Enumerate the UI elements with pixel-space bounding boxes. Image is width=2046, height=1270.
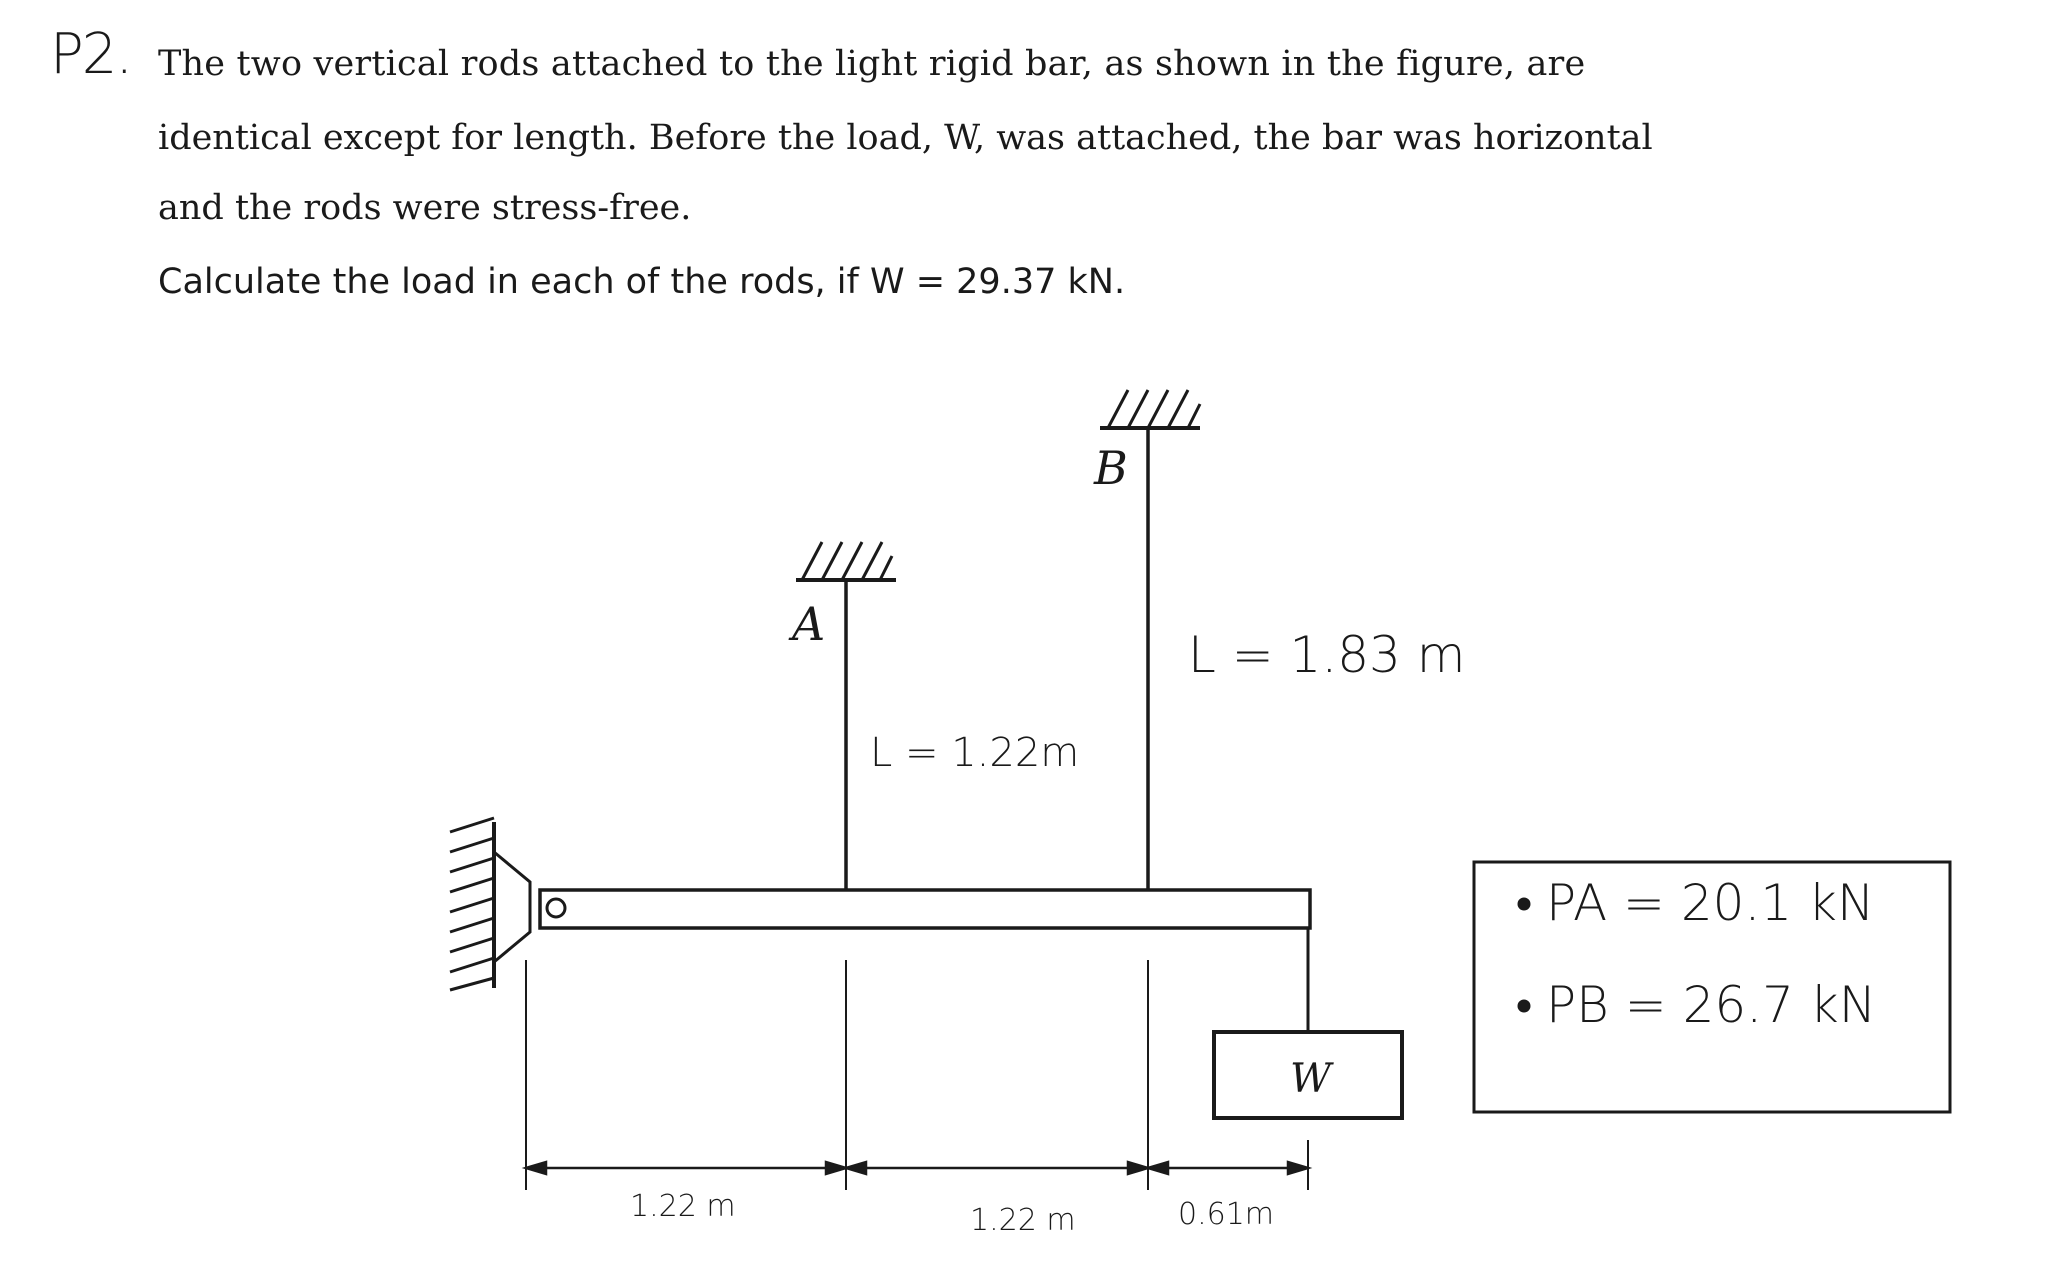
rod-a-length: L = 1.22m — [870, 730, 1079, 776]
rod-b-length: L = 1.83 m — [1188, 626, 1465, 684]
pin-support — [493, 850, 567, 964]
problem-number: P2. — [50, 22, 133, 87]
dimension-label-2: 1.22 m — [970, 1203, 1076, 1238]
answer-box — [1472, 860, 1952, 1114]
rod-b-label: B — [1093, 441, 1128, 495]
rigid-bar — [538, 888, 1312, 930]
bullet-pb — [1517, 999, 1531, 1013]
dimension-label-1: 1.22 m — [630, 1189, 736, 1224]
ceiling-support-a — [796, 541, 896, 582]
answer-pa: PA = 20.1 kN — [1546, 874, 1874, 932]
problem-text-line-4: Calculate the load in each of the rods, … — [158, 262, 1126, 302]
ceiling-support-b — [1100, 389, 1202, 430]
dimension-line — [521, 1160, 1313, 1176]
bullet-pa — [1517, 897, 1531, 911]
dimension-extension-lines — [525, 960, 1309, 1190]
problem-text-line-1: The two vertical rods attached to the li… — [158, 44, 1586, 84]
problem-text-line-3: and the rods were stress-free. — [158, 188, 692, 228]
wall-support — [449, 816, 496, 992]
problem-text-line-2: identical except for length. Before the … — [158, 118, 1653, 158]
load-label: W — [1290, 1056, 1334, 1102]
load-box — [1212, 1030, 1404, 1120]
rod-a-label: A — [788, 597, 825, 651]
dimension-label-3: 0.61m — [1178, 1197, 1274, 1232]
answer-pb: PB = 26.7 kN — [1546, 976, 1876, 1034]
